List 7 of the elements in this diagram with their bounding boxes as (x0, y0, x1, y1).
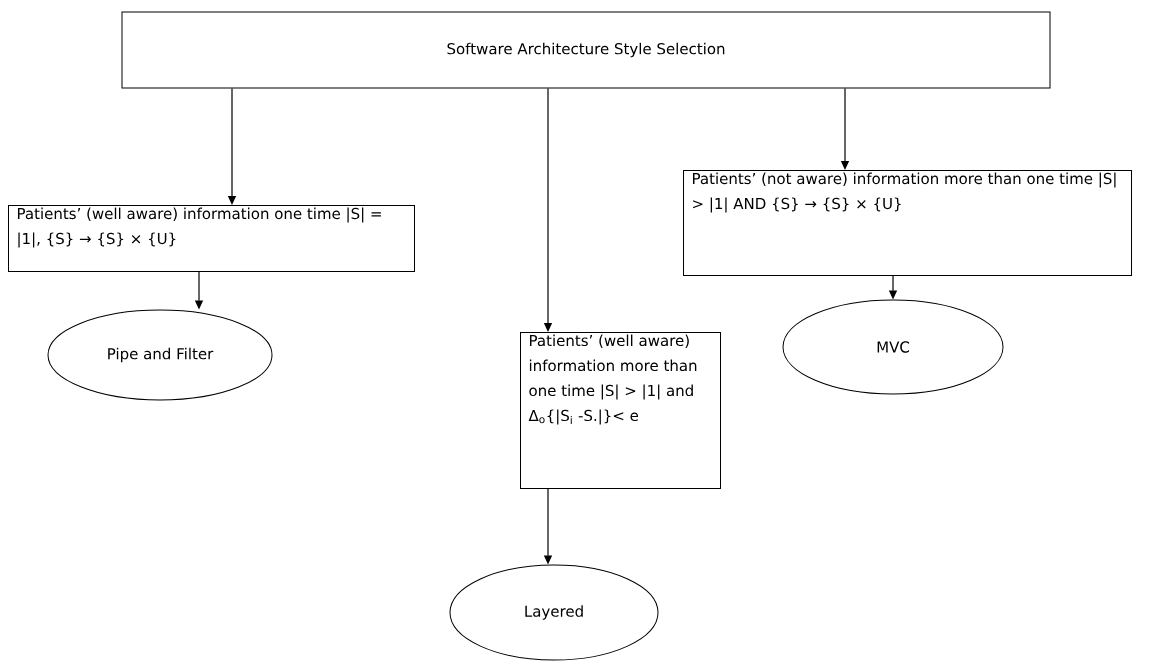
condition-box: Patients’ (well aware) information one time |S| = |1|, {S} → {S} × {U} (8, 205, 415, 272)
condition-box: Patients’ (not aware) information more than one time |S| > |1| AND {S} → {S} × {U} (683, 170, 1132, 276)
ellipse-node: MVC (782, 299, 1004, 395)
ellipse-node: Layered (449, 564, 659, 661)
ellipse-node: Pipe and Filter (47, 309, 273, 401)
condition-box: Patients’ (well aware) information more than one time |S| > |1| and Δ$_{o}${|S$_{i}$ -S.|}< e (520, 332, 721, 489)
title-box: Software Architecture Style Selection (121, 11, 1051, 89)
